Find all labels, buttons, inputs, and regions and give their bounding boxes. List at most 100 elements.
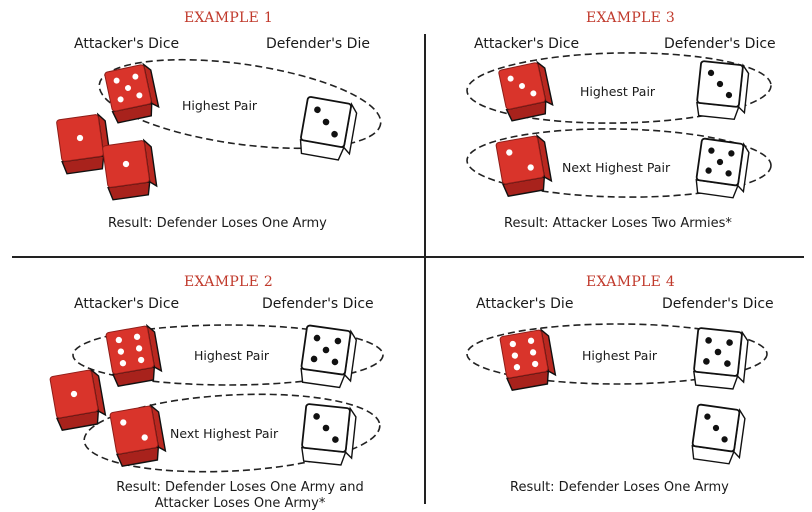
die-pip — [332, 436, 339, 443]
die-pip — [519, 83, 525, 89]
example-3-result: Result: Attacker Loses Two Armies* — [504, 216, 732, 231]
die-pip — [724, 360, 731, 367]
example-1-attacker-die-5 — [104, 62, 160, 124]
example-3-title: EXAMPLE 3 — [586, 10, 676, 26]
example-2-next-highest-pair-label: Next Highest Pair — [170, 426, 279, 441]
die-pip — [136, 92, 143, 99]
die-pip — [708, 147, 715, 154]
die-pip — [322, 118, 330, 126]
example-2-attacker-die-2 — [109, 403, 167, 467]
die-pip — [76, 134, 84, 142]
example-1-attacker-label: Attacker's Dice — [74, 36, 180, 52]
die-top-face — [495, 135, 545, 185]
example-3-highest-pair-label: Highest Pair — [580, 84, 656, 99]
horizontal-divider — [12, 256, 804, 258]
die-pip — [513, 364, 521, 371]
die-pip — [313, 413, 320, 420]
example-3-defender-die-3 — [696, 60, 750, 121]
die-pip — [331, 130, 338, 138]
die-pip — [334, 337, 342, 345]
die-pip — [716, 80, 724, 88]
die-pip — [529, 349, 537, 356]
example-4-title: EXAMPLE 4 — [586, 274, 676, 290]
example-2-highest-pair-label: Highest Pair — [194, 348, 270, 363]
die-pip — [331, 358, 339, 366]
example-1-result: Result: Defender Loses One Army — [108, 216, 327, 231]
die-pip — [705, 167, 712, 174]
example-2-attacker-label: Attacker's Dice — [74, 296, 180, 312]
die-pip — [117, 96, 124, 103]
die-pip — [125, 85, 131, 91]
example-4-attacker-label: Attacker's Die — [476, 296, 574, 312]
die-pip — [506, 149, 513, 156]
example-2-next-highest-pair-ellipse — [83, 393, 381, 473]
vertical-divider-top — [424, 34, 426, 256]
die-top-face — [499, 329, 549, 379]
die-pip — [707, 69, 715, 77]
example-3-attacker-die-3 — [498, 60, 554, 122]
example-2-defender-label: Defender's Dice — [262, 296, 374, 312]
example-4-defender-die-3 — [691, 403, 746, 465]
die-pip — [527, 164, 534, 171]
example-1-attacker-die-1 — [56, 112, 112, 175]
die-pip — [133, 333, 141, 340]
example-1-attacker-die-1 — [102, 138, 158, 201]
die-pip — [527, 337, 535, 344]
die-pip — [721, 436, 728, 443]
example-4-result: Result: Defender Loses One Army — [510, 480, 729, 495]
die-top-face — [109, 405, 159, 455]
die-pip — [120, 419, 127, 426]
vertical-divider-bottom — [424, 258, 426, 504]
die-pip — [704, 413, 711, 420]
example-4-attacker-die-6 — [499, 327, 557, 391]
example-2-defender-die-5 — [300, 324, 358, 389]
die-pip — [115, 336, 123, 344]
example-3-attacker-label: Attacker's Dice — [474, 36, 580, 52]
die-pip — [511, 352, 519, 359]
example-4-highest-pair-ellipse — [466, 323, 768, 385]
example-2-attacker-die-6 — [105, 323, 163, 387]
example-4-defender-label: Defender's Dice — [662, 296, 774, 312]
example-4-defender-die-5 — [693, 327, 749, 390]
die-pip — [141, 434, 148, 441]
example-4-highest-pair-label: Highest Pair — [582, 348, 658, 363]
example-2-title: EXAMPLE 2 — [184, 274, 274, 290]
die-pip — [313, 334, 321, 342]
die-pip — [509, 340, 517, 348]
die-pip — [531, 360, 539, 368]
die-pip — [530, 90, 537, 97]
example-3-next-highest-pair-label: Next Highest Pair — [562, 160, 671, 175]
die-pip — [716, 158, 724, 166]
die-pip — [705, 337, 712, 344]
example-2-attacker-die-1 — [49, 367, 107, 431]
example-2-result-line-1: Result: Defender Loses One Army and — [116, 480, 364, 495]
example-3-attacker-die-2 — [495, 133, 553, 197]
example-3-defender-label: Defender's Dice — [664, 36, 776, 52]
example-1-highest-pair-ellipse — [98, 58, 382, 150]
example-2-result-line-2: Attacker Loses One Army* — [154, 496, 326, 511]
die-pip — [322, 424, 330, 432]
die-pip — [113, 77, 120, 84]
example-2-highest-pair-ellipse — [72, 324, 384, 386]
die-pip — [135, 345, 143, 352]
die-pip — [728, 150, 735, 157]
example-3-defender-die-5 — [695, 137, 750, 199]
example-1-highest-pair-label: Highest Pair — [182, 98, 258, 113]
die-pip — [725, 170, 732, 177]
die-pip — [117, 348, 125, 355]
die-pip — [122, 160, 130, 168]
example-2-defender-die-3 — [301, 403, 357, 466]
example-1-defender-die-3 — [299, 96, 358, 161]
die-pip — [507, 75, 514, 82]
die-pip — [137, 356, 145, 364]
example-3-highest-pair-ellipse — [466, 52, 772, 124]
die-pip — [703, 358, 710, 365]
die-pip — [726, 339, 733, 346]
die-pip — [314, 106, 321, 114]
example-1-defender-label: Defender's Die — [266, 36, 370, 52]
die-pip — [132, 73, 139, 80]
die-pip — [310, 355, 318, 363]
example-3-next-highest-pair-ellipse — [466, 128, 772, 198]
